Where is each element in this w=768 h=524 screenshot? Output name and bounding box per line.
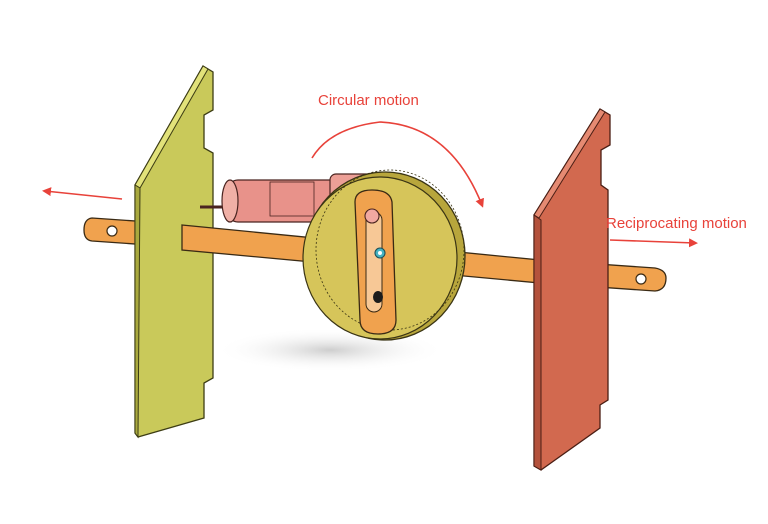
yoke-frame	[354, 189, 397, 335]
reciprocating-motion-label: Reciprocating motion	[606, 215, 747, 232]
circular-motion-arrow	[311, 121, 484, 208]
left-motion-arrow	[42, 187, 123, 200]
crank-pin	[364, 208, 386, 303]
slider-bar-left-end	[83, 217, 151, 246]
right-motion-arrow	[609, 238, 698, 248]
right-end-plate	[533, 108, 611, 471]
left-end-plate	[134, 65, 214, 439]
circular-motion-label: Circular motion	[318, 92, 419, 109]
